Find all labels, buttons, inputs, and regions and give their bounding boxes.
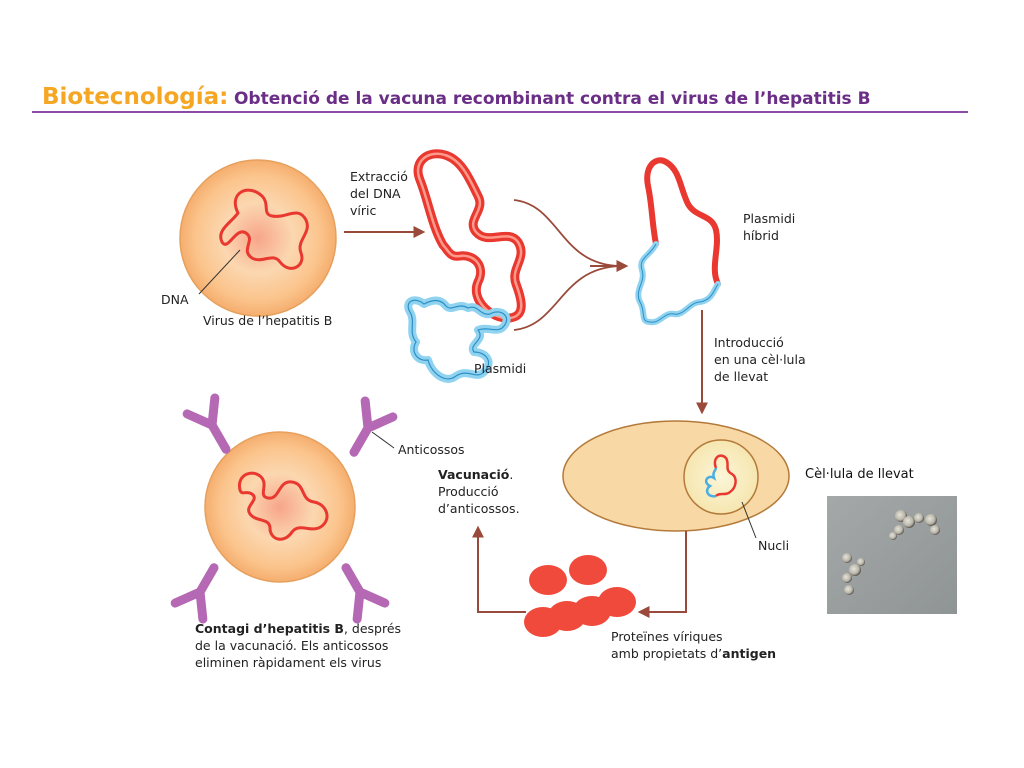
- antibodies-label: Anticossos: [398, 442, 465, 457]
- nucleus-pointer: [741, 501, 757, 539]
- nucleus-viral-dna: [713, 454, 737, 497]
- viral-dna-strand: [237, 471, 329, 541]
- protein-disc: [529, 565, 567, 595]
- yeast-to-protein-arrow: [637, 531, 687, 618]
- hepatitis-b-virus-bottom: [204, 431, 356, 583]
- contagion-line-1: , després: [343, 621, 402, 636]
- hybrid-plasmid-outline: [637, 243, 719, 323]
- antibody-bottom-left: [170, 563, 219, 624]
- yeast-cell-photo: [889, 532, 897, 540]
- protein-disc: [598, 587, 636, 617]
- vaccination-title: Vacunació: [438, 467, 510, 482]
- extraction-line-1: Extracció: [350, 169, 408, 184]
- proteins-label: Proteïnes víriques amb propietats d’anti…: [611, 628, 776, 662]
- vaccination-line-2: Producció: [438, 484, 499, 499]
- hybrid-plasmid-label: Plasmidi híbrid: [743, 210, 795, 244]
- yeast-nucleus: [683, 439, 759, 515]
- yeast-cell-photo: [857, 558, 865, 566]
- contagion-title: Contagi d’hepatitis B: [195, 621, 344, 636]
- vaccination-line-3: d’anticossos.: [438, 501, 520, 516]
- introduction-label: Introducció en una cèl·lula de llevat: [714, 334, 806, 385]
- proteins-line-2: amb propietats d’: [611, 646, 723, 661]
- antibody-top-right: [349, 396, 398, 457]
- protein-disc: [569, 555, 607, 585]
- hybrid-plasmid: [635, 157, 721, 326]
- yeast-cell-photo: [930, 525, 940, 535]
- introduction-line-2: en una cèl·lula: [714, 352, 806, 367]
- yeast-cell-photo: [844, 585, 854, 595]
- proteins-line-1: Proteïnes víriques: [611, 629, 723, 644]
- plasmid-label: Plasmidi: [474, 361, 527, 376]
- extraction-line-2: del DNA: [350, 186, 401, 201]
- antigen-term: antigen: [722, 646, 777, 661]
- protein-to-vaccination-arrow: [472, 525, 526, 613]
- contagion-line-3: eliminen ràpidament els virus: [195, 655, 382, 670]
- yeast-cell-photo: [849, 564, 861, 576]
- page-title: Biotecnología: Obtenció de la vacuna rec…: [42, 84, 871, 110]
- merge-curve-bottom: [513, 265, 621, 331]
- nucleus-label: Nucli: [758, 538, 790, 553]
- introduction-line-1: Introducció: [714, 335, 784, 350]
- introduction-line-3: de llevat: [714, 369, 769, 384]
- contagion-label: Contagi d’hepatitis B, després de la vac…: [195, 620, 401, 671]
- yeast-cell-photo: [925, 514, 937, 526]
- vaccination-period: .: [509, 467, 514, 482]
- extraction-line-3: víric: [350, 203, 377, 218]
- hybrid-plasmid-plasmid-part: [635, 241, 721, 326]
- yeast-microscope-photo: [827, 496, 957, 614]
- hepatitis-b-virus-top: [179, 159, 337, 317]
- title-subtitle: Obtenció de la vacuna recombinant contra…: [233, 89, 871, 109]
- hybrid-line-2: híbrid: [743, 228, 779, 243]
- hybrid-plasmid-viral-part: [644, 157, 721, 287]
- antibody-bottom-right: [341, 563, 390, 624]
- dna-pointer: [198, 249, 241, 295]
- dna-label: DNA: [161, 292, 189, 307]
- contagion-line-2: de la vacunació. Els anticossos: [195, 638, 389, 653]
- antibody-top-left: [182, 393, 231, 454]
- yeast-cell: [562, 420, 790, 532]
- merge-curve-top: [513, 199, 621, 267]
- yeast-cell-photo: [894, 525, 904, 535]
- yeast-cell-photo: [842, 573, 852, 583]
- title-underline: [32, 111, 968, 113]
- virus-capsid: [179, 159, 337, 317]
- virus-label: Virus de l’hepatitis B: [203, 313, 333, 328]
- hybrid-line-1: Plasmidi: [743, 211, 796, 226]
- yeast-cell-photo: [914, 513, 924, 523]
- plasmid-outline: [407, 299, 508, 380]
- antibody-pointer: [371, 431, 395, 449]
- nucleus-plasmid-dna: [704, 467, 718, 498]
- viral-dna-strand: [219, 188, 309, 270]
- vaccination-label: Vacunació. Producció d’anticossos.: [438, 466, 520, 517]
- yeast-cell-photo: [842, 553, 852, 563]
- yeast-cell-photo: [903, 516, 915, 528]
- extraction-label: Extracció del DNA víric: [350, 168, 408, 219]
- virus-capsid: [204, 431, 356, 583]
- viral-proteins: [524, 555, 636, 637]
- title-main: Biotecnología:: [42, 84, 229, 110]
- yeast-photo-caption: Cèl·lula de llevat: [805, 467, 914, 482]
- extracted-viral-dna-highlight: [416, 152, 523, 320]
